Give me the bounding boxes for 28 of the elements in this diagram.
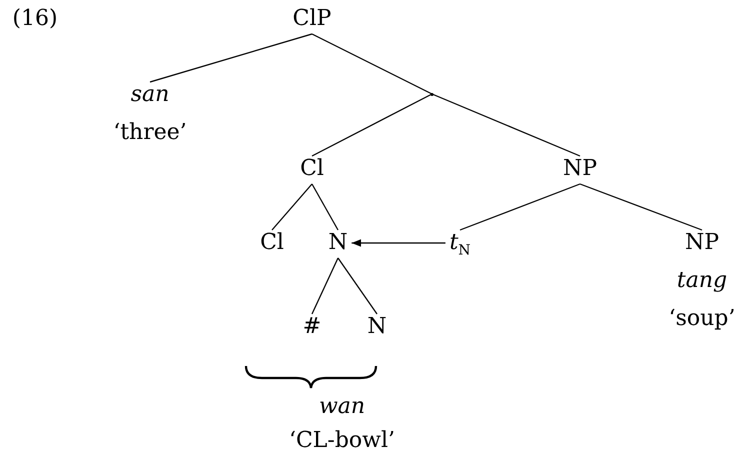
gloss-text: ‘three’ [113, 119, 187, 147]
tree-node-label: # [302, 313, 322, 341]
tree-branch-line [432, 93, 580, 157]
word-text: tang [676, 267, 728, 295]
tree-branch-line [580, 183, 702, 231]
gloss-text: ‘soup’ [668, 305, 735, 333]
tree-branch-line [311, 258, 339, 314]
tree-branch-line [272, 184, 312, 230]
tree-node-label: N [367, 313, 387, 341]
tree-branch-line [311, 184, 339, 230]
tree-branch-line [312, 33, 432, 95]
example-number: (16) [12, 5, 58, 33]
tree-node-label: ClP [292, 5, 332, 33]
tree-node-label: NP [684, 229, 720, 257]
tree-branch-line [460, 183, 580, 231]
tree-branch-line [338, 258, 378, 314]
tree-node-label: Cl [260, 229, 284, 257]
gloss-text: ‘CL-bowl’ [288, 427, 396, 455]
tree-node-label: san [130, 81, 170, 109]
tree-branch-line [150, 33, 312, 83]
arrow [352, 239, 446, 247]
tree-node-label: NP [562, 155, 598, 183]
tree-branch-line [312, 93, 432, 157]
tree-node-label: t$_{N}$ [449, 229, 471, 260]
word-text: wan [318, 393, 366, 421]
branch-point [430, 92, 434, 96]
tree-node-label: Cl [300, 155, 324, 183]
tree-node-label: N [328, 229, 348, 257]
